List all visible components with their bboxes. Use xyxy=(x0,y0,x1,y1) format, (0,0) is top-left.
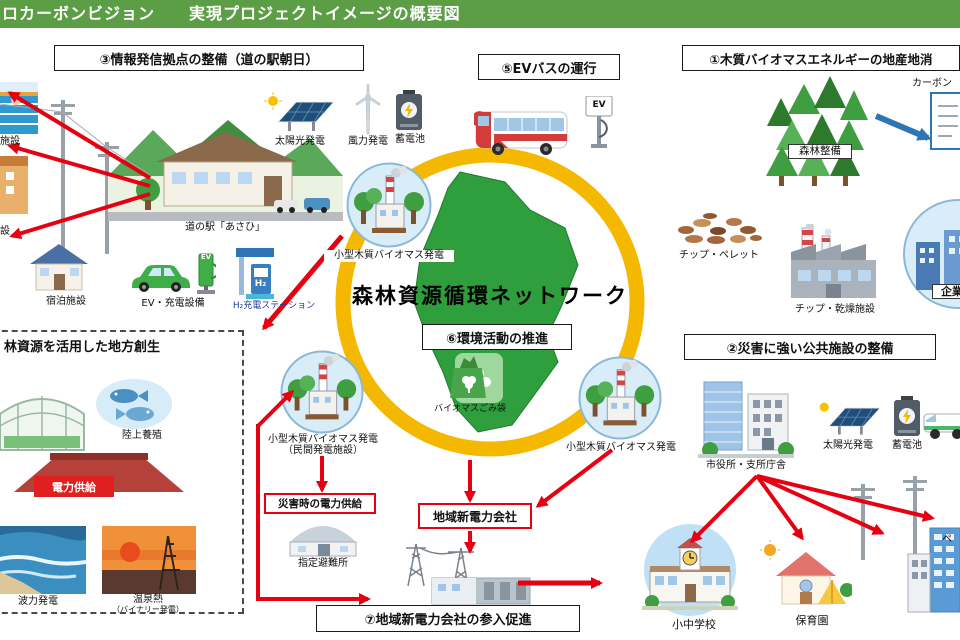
forest-illustration xyxy=(762,58,882,200)
biomass-bag-icon xyxy=(446,352,490,402)
regional-dev-title: 林資源を活用した地方創生 xyxy=(4,340,161,355)
biomass-left-label-1: 小型木質バイオマス発電 xyxy=(268,434,378,445)
ev-charger-icon xyxy=(196,250,216,298)
biomass-top-label: 小型木質バイオマス発電 xyxy=(324,250,454,262)
wind-turbine-icon xyxy=(348,84,388,136)
solar-panel-icon xyxy=(264,92,336,136)
section-power-entry: ⑦地域新電力会社の参入促進 xyxy=(316,605,580,632)
biomass-left-label-2: （民間発電施設） xyxy=(283,445,363,456)
cityhall-illustration xyxy=(698,366,794,460)
carbon-label: カーボン xyxy=(912,78,952,89)
h2-station-label: H₂充電ステーション xyxy=(232,301,316,311)
chips-label: チップ・ペレット xyxy=(679,250,759,261)
utility-pole-icon xyxy=(850,480,876,564)
office-building-icon xyxy=(904,524,960,616)
wind-label: 風力発電 xyxy=(348,136,388,147)
power-plant-illustration xyxy=(396,540,546,606)
bus-ev-sign: EV xyxy=(592,100,606,110)
wave-label: 波力発電 xyxy=(18,596,58,607)
van-icon xyxy=(922,406,960,442)
michinoeki-label: 道の駅「あさひ」 xyxy=(185,222,265,233)
pool-illustration xyxy=(0,82,38,134)
ev-bus-icon xyxy=(474,106,569,156)
onsen-label-1: 温泉熱 xyxy=(133,594,163,605)
solar-top-label: 太陽光発電 xyxy=(275,136,325,147)
onsen-heat-photo xyxy=(102,526,196,594)
bag-label: バイオマスごみ袋 xyxy=(433,404,506,414)
disaster-power-label: 災害時の電力供給 xyxy=(264,493,376,514)
dry-facility-label: チップ・乾燥施設 xyxy=(795,304,875,315)
utility-pole-icon xyxy=(50,96,76,254)
carbon-document-icon xyxy=(930,92,960,150)
bus-charger-icon xyxy=(584,96,614,150)
forest-maintenance-label: 森林整備 xyxy=(788,144,852,159)
ev-car-icon xyxy=(126,260,196,294)
section-ev-bus: ⑤EVバスの運行 xyxy=(478,54,620,80)
facility-building-illustration xyxy=(0,156,28,214)
h2-station-icon xyxy=(236,248,274,300)
biomass-plant-top-icon xyxy=(346,162,432,248)
solar-panel-icon xyxy=(816,398,882,440)
nursery-label: 保育園 xyxy=(795,614,829,627)
company-circle-icon xyxy=(902,198,960,310)
clipped-facility-label-1: 施設 xyxy=(0,136,20,147)
aquaculture-label: 陸上養殖 xyxy=(122,430,162,441)
cityhall-label: 市役所・支所庁舎 xyxy=(706,460,786,471)
drying-factory-icon xyxy=(786,224,881,302)
section-environment: ⑥環境活動の推進 xyxy=(422,324,572,350)
onsen-label-2: （バイナリー発電） xyxy=(112,605,184,614)
school-illustration xyxy=(638,524,740,622)
power-supply-banner: 電力供給 xyxy=(34,476,114,497)
section-biomass-energy: ①木質バイオマスエネルギーの地産地消 xyxy=(682,45,960,71)
wood-chips-icon xyxy=(672,210,764,248)
biomass-plant-right-icon xyxy=(578,356,662,440)
company-label: 企業 xyxy=(932,284,960,300)
regional-dev-box xyxy=(0,330,244,614)
network-title: 森林資源循環ネットワーク xyxy=(352,284,628,308)
lodging-house-icon xyxy=(28,240,90,292)
greenhouse-icon xyxy=(0,382,90,456)
aquaculture-fish-icon xyxy=(94,376,174,432)
new-power-company-label: 地域新電力会社 xyxy=(418,503,532,529)
nursery-illustration xyxy=(760,540,852,612)
clipped-right-label: ペ xyxy=(942,534,952,545)
battery-br-label: 蓄電池 xyxy=(892,440,922,451)
lodging-label: 宿泊施設 xyxy=(46,296,86,307)
clipped-facility-label-2: 設 xyxy=(0,226,10,237)
solar-br-label: 太陽光発電 xyxy=(823,440,873,451)
h2-sign: H₂ xyxy=(254,279,267,289)
biomass-right-label: 小型木質バイオマス発電 xyxy=(566,442,676,453)
biomass-plant-left-icon xyxy=(280,350,364,434)
section-info-hub: ③情報発信拠点の整備（道の駅朝日） xyxy=(54,45,364,71)
shelter-icon xyxy=(282,516,364,558)
battery-icon xyxy=(394,88,424,134)
shelter-label: 指定避難所 xyxy=(298,558,348,569)
battery-top-label: 蓄電池 xyxy=(395,134,425,145)
page-title: ロカーボンビジョン 実現プロジェクトイメージの概要図 xyxy=(2,4,461,23)
wave-power-photo xyxy=(0,526,86,594)
section-disaster: ②災害に強い公共施設の整備 xyxy=(684,334,936,360)
header-bar: ロカーボンビジョン 実現プロジェクトイメージの概要図 xyxy=(0,0,960,28)
ev-charge-label: EV・充電設備 xyxy=(141,298,205,309)
battery-icon xyxy=(892,394,922,440)
school-label: 小中学校 xyxy=(672,618,716,631)
ev-sign: EV xyxy=(200,253,212,261)
